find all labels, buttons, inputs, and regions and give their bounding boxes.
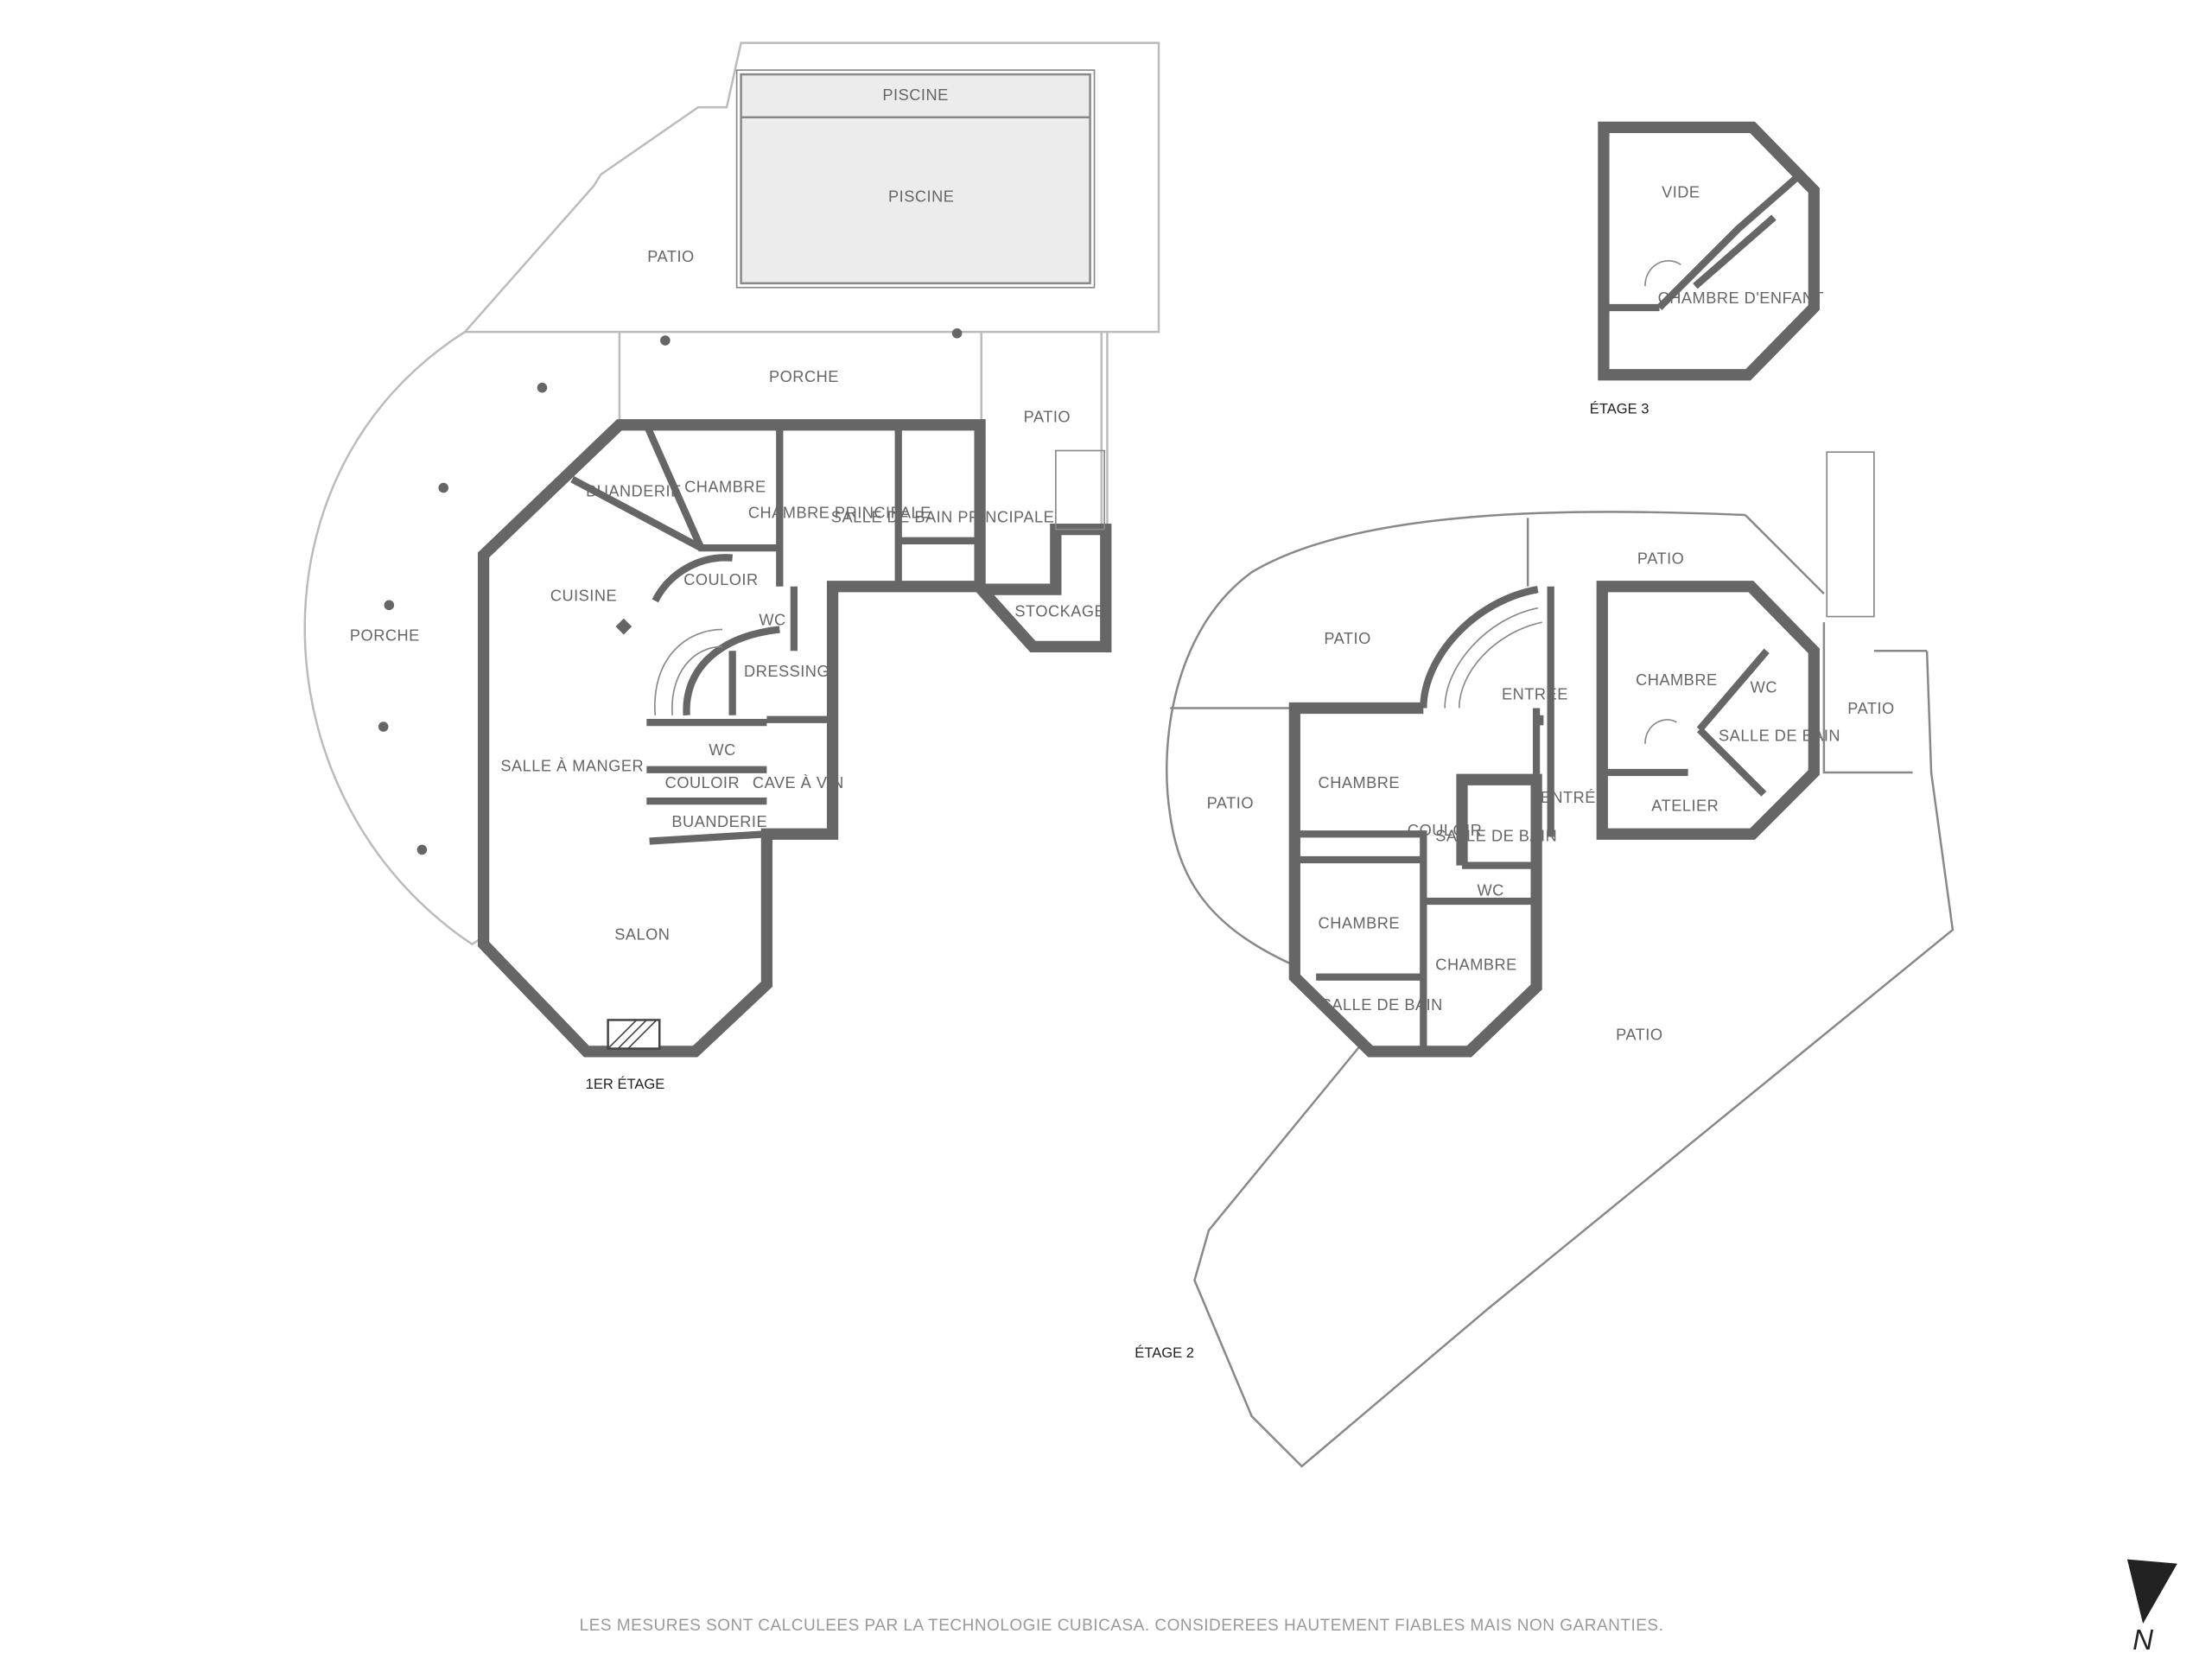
room-label: PATIO — [1207, 794, 1254, 811]
column — [384, 600, 395, 611]
floor-1-walls — [477, 419, 986, 1058]
room-label: DRESSING — [744, 663, 830, 680]
spiral-stair — [1644, 260, 1681, 287]
room-label: COULOIR — [683, 571, 758, 588]
floor-2-label: ÉTAGE 2 — [1135, 1344, 1194, 1361]
room-label: PISCINE — [888, 188, 954, 205]
staircase — [654, 628, 723, 715]
room-label: PATIO — [1847, 700, 1894, 717]
interior-wall — [1603, 175, 1798, 312]
room-label: COULOIR — [1408, 822, 1482, 839]
interior-walls — [570, 423, 981, 845]
patio-right-outline — [1100, 332, 1109, 530]
room-label: PATIO — [1024, 408, 1071, 425]
floor-3-walls — [1598, 121, 1820, 381]
room-labels: PISCINE PISCINE PATIO PORCHE PATIO BUAND… — [350, 86, 1894, 1044]
room-label: PORCHE — [769, 368, 839, 385]
room-label: CHAMBRE D'ENFANT — [1658, 289, 1824, 307]
room-label: CHAMBRE — [1435, 956, 1517, 973]
room-label: SALLE DE BAIN — [1321, 996, 1443, 1014]
room-label: CUISINE — [550, 587, 617, 604]
room-label: CHAMBRE — [684, 479, 766, 496]
disclaimer-text: LES MESURES SONT CALCULEES PAR LA TECHNO… — [580, 1617, 1664, 1635]
room-label: WC — [709, 741, 735, 759]
compass-label: N — [2133, 1624, 2153, 1656]
room-label: SALLE DE BAIN — [1435, 827, 1557, 844]
column — [615, 618, 632, 635]
pool — [740, 73, 1091, 285]
floor-2-patio-outline — [1166, 511, 1745, 967]
room-label: COULOIR — [665, 774, 740, 791]
room-label: BUANDERIE — [671, 813, 767, 830]
room-label: SALLE DE BAIN PRINCIPALE — [831, 508, 1054, 525]
porch-outline — [303, 331, 485, 946]
column — [660, 335, 671, 346]
room-label: CHAMBRE — [1636, 671, 1718, 689]
room-label: SALON — [614, 926, 670, 944]
patio-outline — [462, 41, 1160, 334]
floor-3 — [1598, 121, 1820, 381]
interior-walls — [1294, 586, 1770, 1052]
floor-1-label: 1ER ÉTAGE — [586, 1076, 665, 1092]
room-label: SALLE À MANGER — [500, 757, 644, 774]
column — [1533, 715, 1544, 726]
room-label: WC — [1751, 678, 1777, 696]
storage-walls — [968, 523, 1112, 652]
room-label: BUANDERIE — [586, 482, 682, 499]
column — [378, 721, 389, 732]
curved-wall — [652, 554, 734, 603]
curved-wall — [1420, 586, 1539, 709]
spiral-stair — [1644, 719, 1677, 744]
floor-2-walls — [1288, 581, 1820, 1058]
room-label: ENTRÉE — [1502, 686, 1568, 703]
column — [438, 482, 449, 493]
room-label: PISCINE — [882, 86, 948, 104]
room-label: SALLE DE BAIN — [1719, 728, 1840, 745]
curved-wall — [683, 626, 780, 716]
room-label: PATIO — [1324, 630, 1370, 647]
room-label: CHAMBRE — [1319, 914, 1401, 931]
room-label: VIDE — [1662, 183, 1700, 200]
room-label: CHAMBRE — [1319, 774, 1401, 791]
floor-labels: 1ER ÉTAGE ÉTAGE 2 ÉTAGE 3 — [586, 400, 1649, 1361]
column — [416, 844, 428, 855]
room-label: CAVE À VIN — [753, 774, 844, 791]
room-label: PORCHE — [350, 627, 420, 645]
exterior-staircase — [1826, 451, 1875, 618]
room-label: CHAMBRE PRINCIPALE — [748, 504, 931, 521]
floor-3-label: ÉTAGE 3 — [1590, 400, 1649, 416]
floor-2 — [1166, 451, 1955, 1468]
exterior-staircase — [1055, 449, 1105, 531]
north-arrow: N — [2126, 1559, 2177, 1656]
room-label: PATIO — [647, 248, 694, 265]
room-label: WC — [1477, 881, 1503, 899]
room-label: PATIO — [1616, 1027, 1662, 1044]
room-label: PATIO — [1637, 550, 1684, 567]
floor-1 — [303, 41, 1160, 1058]
room-label: STOCKAGE — [1014, 603, 1105, 620]
room-label: ENTRÉE — [1541, 789, 1607, 806]
room-label: WC — [759, 611, 785, 628]
staircase — [1444, 607, 1542, 709]
room-label: ATELIER — [1651, 798, 1719, 815]
column — [951, 327, 963, 339]
column — [537, 382, 548, 393]
compass-arrow-icon — [2126, 1559, 2177, 1624]
